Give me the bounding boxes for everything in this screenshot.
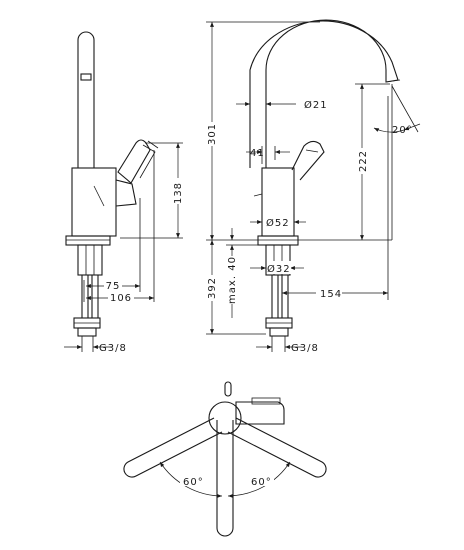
- spout-left: [123, 417, 223, 478]
- lever-base: [115, 179, 137, 207]
- dim-301: 301: [207, 123, 218, 145]
- dim-dia-21: Ø21: [304, 99, 328, 111]
- dim-154: 154: [320, 289, 342, 300]
- gooseneck-spout: [249, 19, 399, 168]
- top-view: 60° 60°: [123, 381, 327, 537]
- dim-dia-52: Ø52: [266, 217, 290, 229]
- supply-hoses-front: [271, 275, 289, 318]
- dim-106: 106: [110, 293, 132, 304]
- dim-g38-left: G3/8: [99, 343, 127, 354]
- aerator-mark: [80, 73, 92, 81]
- lever-outline: [139, 140, 159, 179]
- dim-angle-60-left: 60°: [183, 477, 204, 488]
- spout-center: [216, 420, 234, 537]
- hose-nut-front: [269, 327, 289, 337]
- lever-front: [291, 140, 325, 181]
- base-plate: [65, 235, 111, 246]
- dim-75: 75: [106, 281, 121, 292]
- dim-222: 222: [358, 150, 369, 172]
- dim-angle-60-right: 60°: [251, 477, 272, 488]
- dim-41: 41: [250, 148, 265, 159]
- dim-392: 392: [207, 277, 218, 299]
- body-line: [93, 185, 105, 207]
- side-view: 138 75 106 G3/8: [64, 31, 184, 354]
- pin: [224, 381, 232, 397]
- spout-right: [227, 417, 327, 478]
- base-plate-front: [257, 235, 299, 246]
- dim-g38-right: G3/8: [291, 343, 319, 354]
- body: [71, 167, 117, 237]
- dim-dia-32: Ø32: [267, 263, 291, 275]
- lever-top: [235, 401, 285, 425]
- spout-tube: [77, 31, 95, 168]
- shank: [77, 244, 103, 276]
- hub: [208, 401, 242, 435]
- front-view: 301 392 max. 40 Ø21 222 20°: [204, 19, 421, 354]
- dim-angle-20: 20°: [392, 125, 413, 136]
- dim-138: 138: [173, 182, 184, 204]
- dim-max-40: max. 40: [227, 256, 238, 304]
- hose-nut: [77, 327, 97, 337]
- lever-handle: [117, 139, 151, 184]
